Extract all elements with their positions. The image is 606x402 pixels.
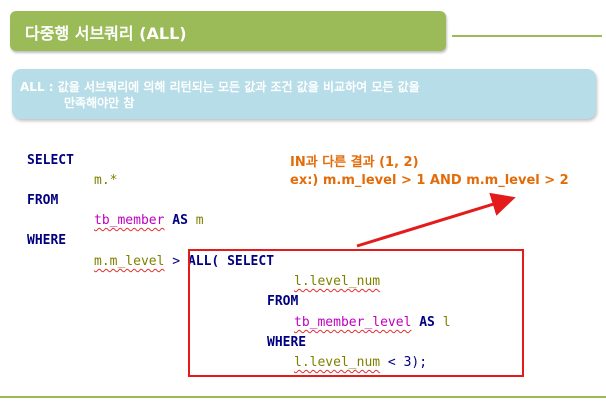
code-from: FROM xyxy=(27,193,59,208)
code-where: WHERE xyxy=(27,233,67,248)
code-sub-condition: l.level_num < 3); xyxy=(294,355,428,370)
title-divider xyxy=(452,35,602,37)
code-table-line: tb_member AS m xyxy=(94,213,204,228)
info-text-line1: ALL : 값을 서브쿼리에 의해 리턴되는 모든 값과 조건 값을 비교하여 … xyxy=(20,80,420,94)
subquery-highlight-box xyxy=(188,249,524,377)
code-select: SELECT xyxy=(27,153,74,168)
annotation-line2: ex:) m.m_level > 1 AND m.m_level > 2 xyxy=(290,173,569,188)
info-text-line2: 만족해야만 참 xyxy=(64,96,135,110)
annotation-line1: IN과 다른 결과 (1, 2) xyxy=(290,155,419,170)
code-sub-col: l.level_num xyxy=(294,274,381,289)
title-bar: 다중행 서브쿼리 (ALL) xyxy=(10,11,446,51)
code-sub-where: WHERE xyxy=(267,335,307,350)
info-box: ALL : 값을 서브쿼리에 의해 리턴되는 모든 값과 조건 값을 비교하여 … xyxy=(12,69,596,119)
code-condition-line: m.m_level > ALL( SELECT xyxy=(94,254,275,269)
code-sub-table-line: tb_member_level AS l xyxy=(294,315,451,330)
bottom-divider xyxy=(0,396,606,398)
code-star: m.* xyxy=(94,173,118,188)
slide-title: 다중행 서브쿼리 (ALL) xyxy=(25,24,187,43)
code-sub-from: FROM xyxy=(267,294,299,309)
